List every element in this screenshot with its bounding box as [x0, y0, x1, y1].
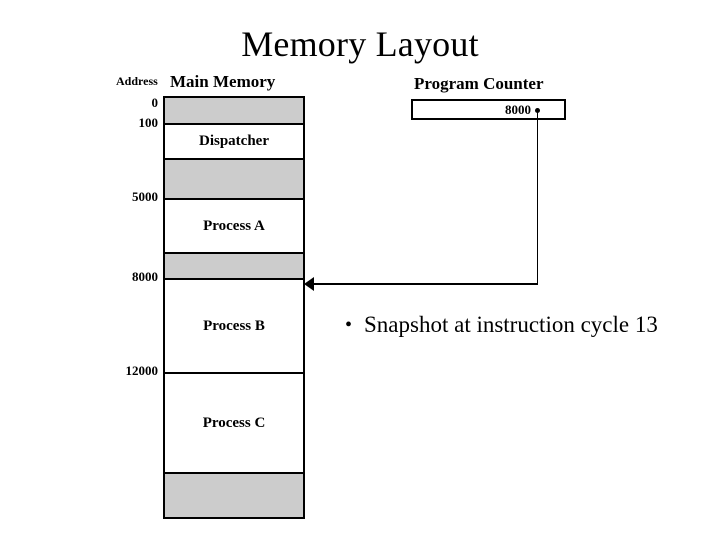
memory-segment-label: Process A: [203, 217, 265, 234]
main-memory-heading: Main Memory: [170, 72, 276, 91]
list-item: • Snapshot at instruction cycle 13: [345, 308, 665, 342]
page-title: Memory Layout: [241, 24, 479, 64]
memory-segment-free-0: [165, 98, 303, 123]
memory-segment-free-4: [165, 252, 303, 278]
address-column-heading: Address: [116, 74, 158, 88]
program-counter-value: 8000: [505, 102, 531, 117]
address-label-8000: 8000: [132, 269, 158, 284]
pc-connector-vertical-line: [537, 112, 538, 284]
memory-segment-label: Process B: [203, 317, 265, 334]
memory-segment-label: Dispatcher: [199, 133, 269, 149]
address-label-0: 0: [151, 95, 159, 110]
bullet-text: Snapshot at instruction cycle 13: [364, 312, 658, 337]
program-counter-pointer-dot: [535, 108, 540, 113]
memory-segment-free-7: [165, 472, 303, 517]
address-label-12000: 12000: [125, 363, 159, 378]
program-counter-box: 8000: [411, 99, 566, 120]
address-label-100: 100: [138, 115, 159, 130]
memory-segment-process-a: Process A: [165, 198, 303, 252]
pc-connector-arrowhead-icon: [304, 277, 314, 291]
address-label-5000: 5000: [132, 189, 158, 204]
memory-segment-process-c: Process C: [165, 372, 303, 472]
memory-segment-label: Process C: [202, 414, 266, 431]
bullet-marker-icon: •: [345, 314, 353, 336]
memory-segment-dispatcher: Dispatcher: [165, 123, 303, 158]
program-counter-heading: Program Counter: [414, 74, 544, 93]
memory-segment-process-b: Process B: [165, 278, 303, 372]
address-labels-rail: 0 100 5000 8000 12000: [60, 0, 163, 540]
bullet-block: • Snapshot at instruction cycle 13: [345, 308, 665, 342]
memory-segment-free-2: [165, 158, 303, 198]
pc-connector-horizontal-line: [312, 283, 538, 285]
